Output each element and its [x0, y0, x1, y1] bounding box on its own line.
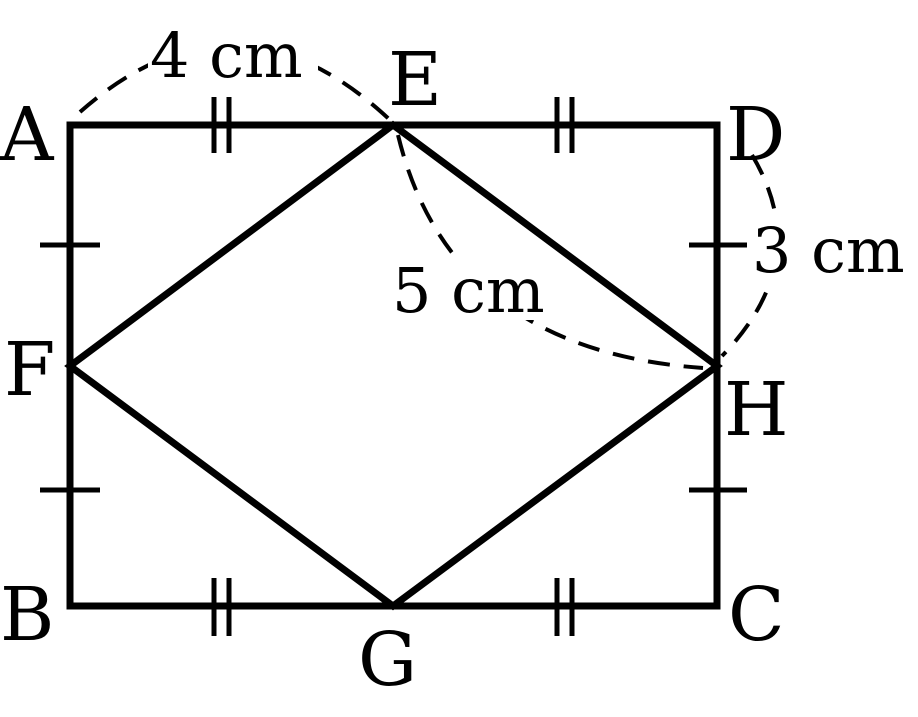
dimension-arc-eh — [396, 134, 704, 370]
label-point-b: B — [0, 572, 54, 658]
rhombus-efgh — [64, 120, 723, 611]
tick-marks-right — [689, 242, 747, 493]
tick-marks-left — [40, 242, 100, 493]
label-length-dh: 3 cm — [752, 214, 905, 287]
label-point-e: E — [388, 37, 442, 123]
rectangle-abcd — [66, 121, 721, 610]
label-length-eh: 5 cm — [392, 254, 545, 327]
label-bg-eh — [390, 258, 560, 320]
label-length-ae: 4 cm — [150, 19, 303, 92]
dimension-arc-dh — [720, 153, 780, 358]
label-bg-dh — [750, 218, 915, 280]
label-point-d: D — [726, 92, 785, 178]
label-point-g: G — [358, 617, 417, 703]
label-point-h: H — [724, 367, 789, 453]
label-point-c: C — [728, 572, 785, 658]
dimension-arc-ae — [78, 43, 392, 122]
label-point-f: F — [4, 327, 55, 413]
tick-marks-bottom — [211, 578, 575, 636]
tick-marks-top — [211, 97, 575, 153]
label-point-a: A — [0, 92, 55, 178]
label-bg-ae — [148, 20, 318, 86]
